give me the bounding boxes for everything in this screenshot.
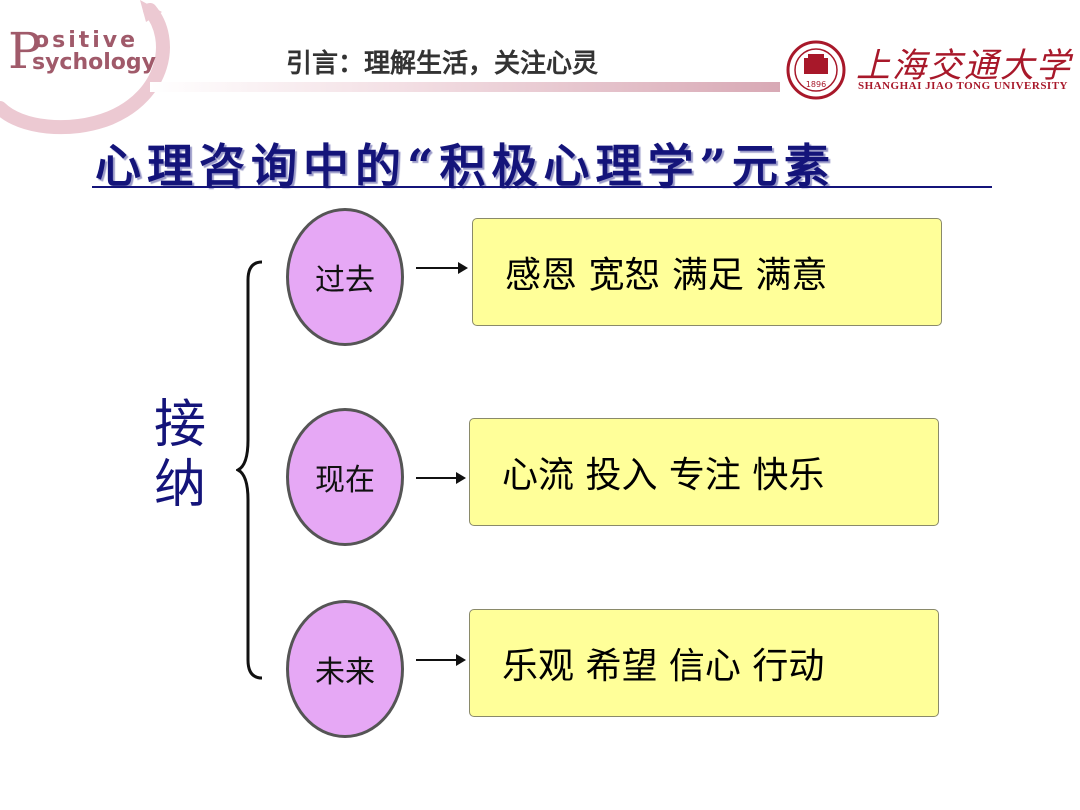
box-future: 乐观 希望 信心 行动 <box>469 609 939 717</box>
arrow-present <box>416 472 466 484</box>
svg-text:1896: 1896 <box>806 80 826 89</box>
logo-swirl-icon <box>0 0 170 135</box>
university-name-en: SHANGHAI JIAO TONG UNIVERSITY <box>858 80 1068 92</box>
arrow-past <box>416 262 468 274</box>
title-underline <box>92 186 992 188</box>
slide-title: 心理咨询中的“积极心理学”元素 <box>95 139 836 193</box>
box-present: 心流 投入 专注 快乐 <box>469 418 939 526</box>
circle-future: 未来 <box>286 600 404 738</box>
logo-line-1: ositive <box>34 28 139 53</box>
header-gradient-band <box>150 82 780 92</box>
arrow-future <box>416 654 466 666</box>
circle-past: 过去 <box>286 208 404 346</box>
logo-big-letter: P <box>8 22 42 80</box>
header-subtitle: 引言：理解生活，关注心灵 <box>286 49 599 79</box>
circle-present: 现在 <box>286 408 404 546</box>
box-past: 感恩 宽恕 满足 满意 <box>472 218 942 326</box>
acceptance-label: 接纳 <box>153 395 206 515</box>
logo-line-2: sychology <box>32 50 156 75</box>
positive-psychology-logo: P ositive sychology <box>0 0 175 140</box>
university-seal-icon: 1896 <box>786 40 846 100</box>
left-brace-icon <box>236 260 263 680</box>
university-name-cn: 上海交通大学 <box>856 46 1072 86</box>
